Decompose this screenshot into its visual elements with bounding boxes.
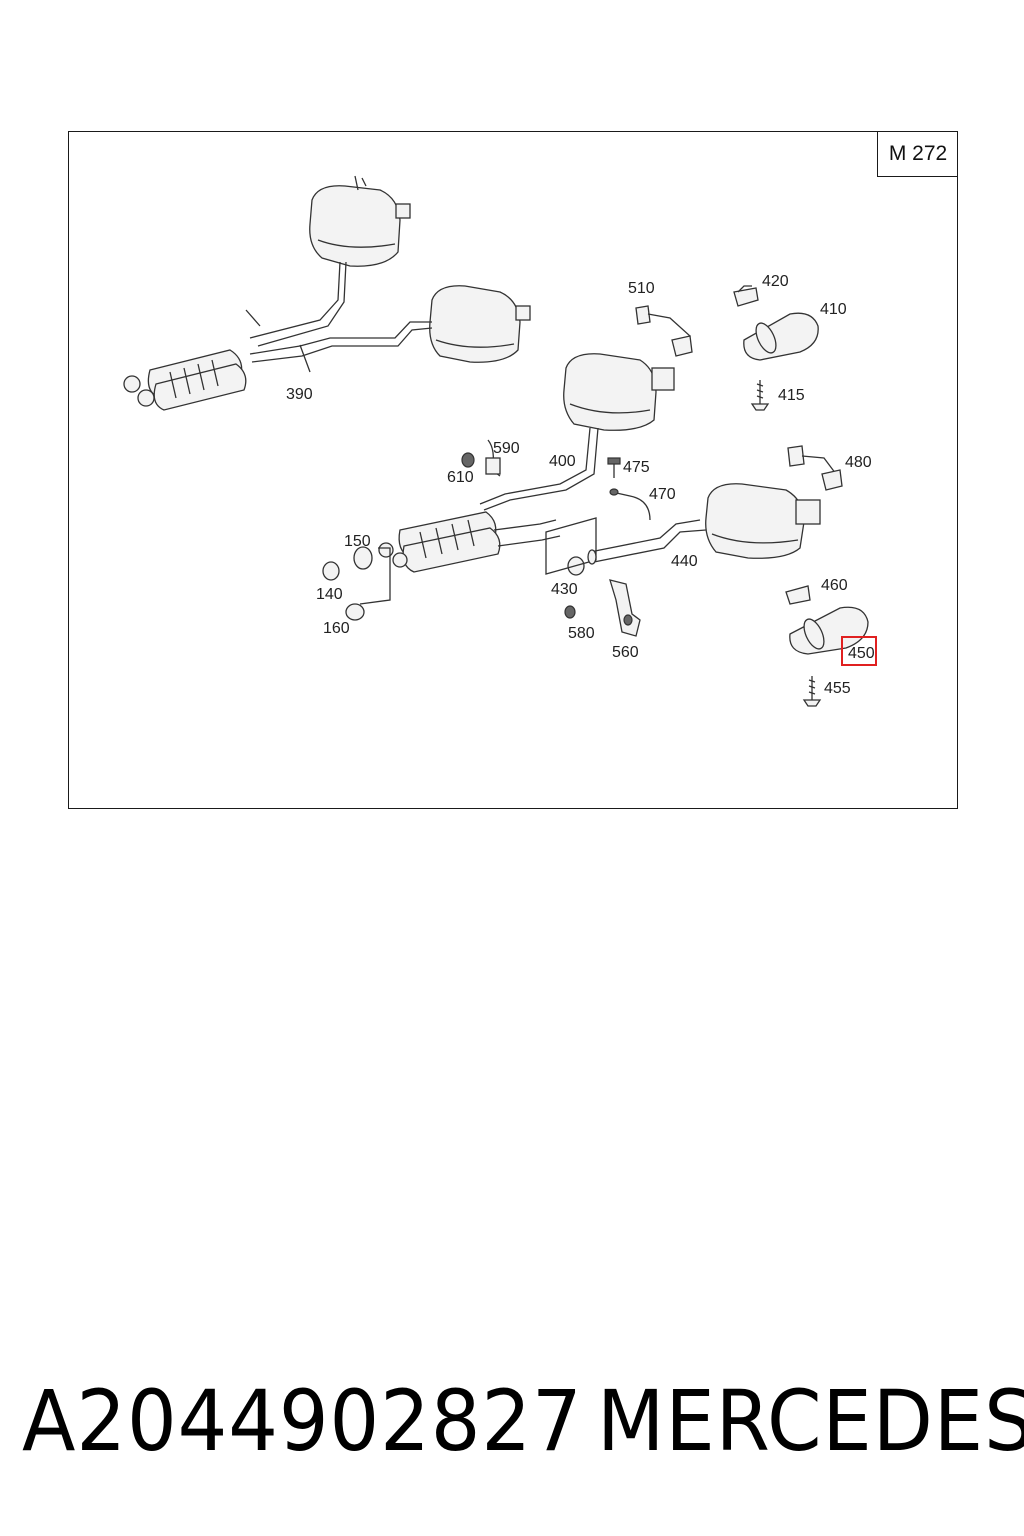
clip-460 xyxy=(785,585,811,605)
callout-480: 480 xyxy=(845,454,872,471)
highlight-box-450 xyxy=(841,636,877,666)
callout-390: 390 xyxy=(286,386,313,403)
callout-450[interactable]: 450 xyxy=(848,645,875,662)
callout-415: 415 xyxy=(778,387,805,404)
exhaust-tip-450 xyxy=(789,606,869,655)
rear-muffler-assembly-400 xyxy=(479,353,675,511)
callout-430: 430 xyxy=(551,581,578,598)
callout-455: 455 xyxy=(824,680,851,697)
screw-455 xyxy=(802,676,822,707)
exhaust-system-assembly xyxy=(123,175,531,411)
callout-420: 420 xyxy=(762,273,789,290)
parts-diagram-frame xyxy=(68,131,958,809)
callout-140: 140 xyxy=(316,586,343,603)
catalytic-converter xyxy=(378,511,561,573)
callout-510: 510 xyxy=(628,280,655,297)
part-number: A2044902827 xyxy=(22,1372,583,1470)
clamp-parts xyxy=(322,439,597,621)
exhaust-tip-410 xyxy=(743,312,819,361)
callout-150: 150 xyxy=(344,533,371,550)
callout-590: 590 xyxy=(493,440,520,457)
brand-name: MERCEDES xyxy=(597,1372,1024,1470)
footer-caption: A2044902827 MERCEDES xyxy=(22,1372,1024,1472)
callout-610: 610 xyxy=(447,469,474,486)
callout-400: 400 xyxy=(549,453,576,470)
bracket-560 xyxy=(609,579,641,637)
callout-470: 470 xyxy=(649,486,676,503)
callout-475: 475 xyxy=(623,459,650,476)
screw-415 xyxy=(750,380,770,411)
callout-labels: 390 510 420 410 415 590 610 400 475 470 … xyxy=(286,273,877,697)
engine-code-tag: M 272 xyxy=(877,131,958,177)
callout-580: 580 xyxy=(568,625,595,642)
callout-460: 460 xyxy=(821,577,848,594)
intermediate-pipe-440 xyxy=(587,491,707,565)
rear-muffler-right xyxy=(705,483,821,559)
callout-560: 560 xyxy=(612,644,639,661)
clip-420 xyxy=(733,285,759,307)
bolt-475 xyxy=(607,457,621,496)
callout-160: 160 xyxy=(323,620,350,637)
callout-440: 440 xyxy=(671,553,698,570)
rubber-hangers xyxy=(635,305,843,491)
callout-410: 410 xyxy=(820,301,847,318)
